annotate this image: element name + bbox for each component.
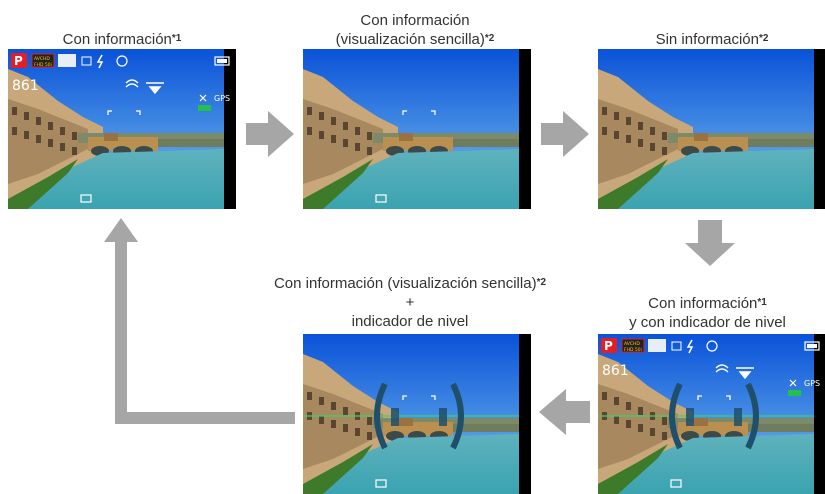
card-icon — [80, 194, 92, 203]
screen-simple-info-image — [303, 49, 531, 209]
level-gauge — [598, 382, 814, 450]
river-scene-photo — [303, 49, 531, 209]
aspect-icon — [58, 54, 76, 67]
battery-icon — [804, 341, 820, 351]
caption-no-info: Sin información*2 — [655, 31, 769, 48]
mode-letter: P — [604, 339, 613, 353]
card-icon — [375, 194, 387, 203]
level-arc-left — [669, 382, 683, 450]
level-arc-left — [374, 382, 388, 450]
quality-badge-line2: FHD 50i — [34, 62, 52, 68]
wind-icon — [125, 79, 139, 88]
caption-with-info: Con información*1 — [62, 31, 182, 48]
flash-icon — [96, 54, 104, 69]
level-arc-right — [450, 382, 464, 450]
screen-no-info — [598, 49, 825, 209]
grid-icon — [81, 56, 92, 66]
af-frame-icon — [402, 110, 436, 115]
quality-badge-line1: AVCHD — [34, 56, 50, 62]
river-scene-photo — [598, 49, 825, 209]
stabilizer-icon — [706, 340, 718, 352]
af-frame-icon — [402, 395, 436, 400]
wifi-icon — [146, 82, 164, 95]
level-bar-left — [686, 408, 694, 426]
caption-info-with-level: Con información*1 y con indicador de niv… — [629, 295, 786, 331]
signal-icon — [788, 390, 801, 396]
quality-badge-line1: AVCHD — [624, 341, 640, 347]
shots-remaining: 861 — [602, 363, 629, 379]
river-scene-photo — [598, 334, 825, 494]
screen-no-info-image — [598, 49, 825, 209]
level-bar-right — [439, 408, 447, 426]
caption-simple-info: Con información (visualización sencilla)… — [335, 12, 495, 48]
wifi-icon — [736, 367, 754, 380]
level-gauge — [303, 382, 519, 450]
screen-simple-info — [303, 49, 531, 209]
satellite-icon — [199, 94, 207, 102]
quality-badge — [31, 53, 55, 68]
mode-letter: P — [14, 54, 23, 68]
level-bar-right — [734, 408, 742, 426]
satellite-icon — [789, 379, 797, 387]
grid-icon — [671, 341, 682, 351]
aspect-icon — [648, 339, 666, 352]
arrow-right-icon — [246, 111, 294, 157]
quality-badge — [621, 338, 645, 353]
stabilizer-icon — [116, 55, 128, 67]
level-arc-right — [745, 382, 759, 450]
arrow-down-icon — [685, 220, 735, 266]
mode-badge — [11, 53, 27, 68]
river-scene-photo — [8, 49, 236, 209]
af-frame-icon — [107, 110, 141, 115]
flash-icon — [686, 339, 694, 354]
river-scene-photo — [303, 334, 531, 494]
arrow-left-icon — [539, 389, 590, 435]
card-icon — [375, 479, 387, 488]
level-bar-left — [391, 408, 399, 426]
af-frame-icon — [697, 395, 731, 400]
return-arrow-icon — [104, 218, 295, 424]
arrow-right-icon — [541, 111, 589, 157]
signal-icon — [198, 105, 211, 111]
battery-icon — [214, 56, 230, 66]
screen-simple-info-level-image — [303, 334, 531, 494]
gps-label: GPS — [214, 94, 230, 103]
wind-icon — [715, 364, 729, 373]
caption-simple-info-level: Con información (visualización sencilla)… — [273, 275, 547, 330]
card-icon — [670, 479, 682, 488]
quality-badge-line2: FHD 50i — [624, 347, 642, 353]
shots-remaining: 861 — [12, 78, 39, 94]
gps-label: GPS — [804, 379, 820, 388]
screen-simple-info-level — [303, 334, 531, 494]
mode-badge — [601, 338, 617, 353]
